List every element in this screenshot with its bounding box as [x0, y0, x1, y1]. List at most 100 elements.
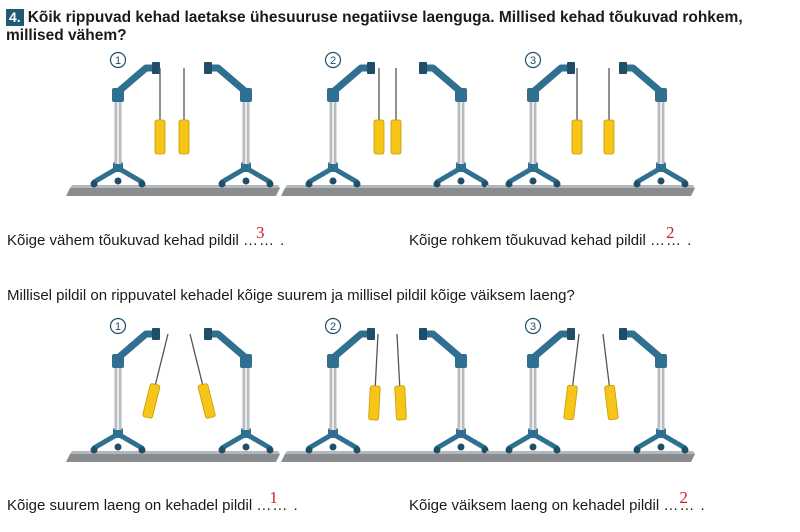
- pole-clamp: [113, 162, 123, 172]
- pole-highlight: [460, 364, 462, 430]
- left-hanging-body: [154, 68, 166, 155]
- arm-end-clamp: [567, 328, 575, 340]
- pole-highlight: [532, 98, 534, 164]
- arm-end-clamp: [619, 62, 627, 74]
- arm-end-clamp: [152, 328, 160, 340]
- right-hanging-body: [178, 68, 190, 155]
- handwritten-answer: 1: [269, 488, 279, 507]
- foot-pad: [529, 177, 537, 185]
- panel-number-label: 2: [330, 55, 336, 67]
- pole-clamp: [241, 428, 251, 438]
- foot-pad: [353, 446, 361, 454]
- sentence-smallest-charge: Kõige väiksem laeng on kehadel pildil ………: [409, 488, 706, 514]
- pole-highlight: [460, 98, 462, 164]
- right-stand: [204, 328, 274, 454]
- sentence-largest-charge-text: Kõige suurem laeng on kehadel pildil: [7, 497, 253, 514]
- panel-number: 1: [109, 51, 127, 69]
- hanging-thread: [374, 333, 379, 386]
- electroscope-stand-1c: 3: [481, 51, 695, 196]
- left-stand: [305, 328, 375, 454]
- arm-end-clamp: [204, 328, 212, 340]
- right-stand: [204, 62, 274, 188]
- pole-highlight: [245, 98, 247, 164]
- foot-pad: [457, 443, 465, 451]
- pole-highlight: [332, 98, 334, 164]
- right-stand: [619, 328, 689, 454]
- left-hanging-body: [563, 333, 580, 421]
- base-board: [481, 454, 695, 462]
- section1-panel-2: 2: [275, 50, 505, 210]
- arm-end-clamp: [419, 62, 427, 74]
- task-header: 4.Kõik rippuvad kehad laetakse ühesuurus…: [6, 9, 796, 45]
- base-board-top: [285, 451, 495, 454]
- pole-clamp: [528, 428, 538, 438]
- sentence-least-repel-text: Kõige vähem tõukuvad kehad pildil: [7, 232, 239, 249]
- foot-pad: [529, 443, 537, 451]
- foot-pad: [218, 446, 226, 454]
- sentence-most-repel-text: Kõige rohkem tõukuvad kehad pildil: [409, 232, 646, 249]
- foot-pad: [305, 180, 313, 188]
- hanging-thread: [189, 333, 204, 385]
- answer-blank: …… .3: [243, 223, 286, 249]
- right-hanging-body: [603, 68, 615, 155]
- section1-illustrations: 1 2 3: [60, 50, 720, 210]
- foot-pad: [90, 180, 98, 188]
- foot-pad: [266, 180, 274, 188]
- charged-body: [197, 383, 216, 419]
- base-board: [481, 188, 695, 196]
- arm-end-clamp: [367, 62, 375, 74]
- left-stand: [305, 62, 375, 188]
- sentence-smallest-charge-text: Kõige väiksem laeng on kehadel pildil: [409, 497, 660, 514]
- charged-body: [368, 385, 381, 421]
- hanging-thread: [396, 333, 401, 386]
- charged-body: [373, 119, 385, 155]
- electroscope-stand-1a: 1: [66, 51, 280, 196]
- handwritten-answer: 2: [679, 488, 689, 507]
- foot-pad: [633, 180, 641, 188]
- foot-pad: [218, 180, 226, 188]
- foot-pad: [329, 443, 337, 451]
- base-board-top: [285, 185, 495, 188]
- handwritten-answer: 3: [256, 223, 266, 242]
- foot-pad: [138, 446, 146, 454]
- charged-body: [178, 119, 190, 155]
- panel-number-circle: [524, 51, 542, 69]
- foot-pad: [242, 177, 250, 185]
- panel-number: 2: [324, 317, 342, 335]
- panel-number: 3: [524, 51, 542, 69]
- panel-number-circle: [109, 317, 127, 335]
- charged-body: [563, 384, 578, 421]
- panel-number-label: 3: [530, 321, 536, 333]
- right-hanging-body: [602, 333, 619, 421]
- foot-pad: [505, 180, 513, 188]
- panel-number-circle: [324, 51, 342, 69]
- pole-highlight: [117, 364, 119, 430]
- pole-clamp: [328, 428, 338, 438]
- section2-panel-2: 2: [275, 316, 505, 476]
- pole-highlight: [660, 364, 662, 430]
- base-board-top: [70, 451, 280, 454]
- base-board: [66, 454, 280, 462]
- pole-highlight: [245, 364, 247, 430]
- question-2: Millisel pildil on rippuvatel kehadel kõ…: [7, 287, 575, 304]
- charged-body: [571, 119, 583, 155]
- panel-number: 1: [109, 317, 127, 335]
- foot-pad: [266, 446, 274, 454]
- pole-clamp: [456, 428, 466, 438]
- section1-panel-1: 1: [60, 50, 290, 210]
- right-hanging-body: [189, 333, 216, 419]
- foot-pad: [457, 177, 465, 185]
- foot-pad: [553, 180, 561, 188]
- foot-pad: [657, 177, 665, 185]
- foot-pad: [553, 446, 561, 454]
- pole-clamp: [656, 428, 666, 438]
- panel-number-label: 2: [330, 321, 336, 333]
- left-hanging-body: [368, 333, 381, 421]
- foot-pad: [633, 446, 641, 454]
- left-hanging-body: [571, 68, 583, 155]
- panel-number-label: 1: [115, 321, 121, 333]
- pole-clamp: [241, 162, 251, 172]
- foot-pad: [242, 443, 250, 451]
- panel-number-circle: [524, 317, 542, 335]
- foot-pad: [433, 446, 441, 454]
